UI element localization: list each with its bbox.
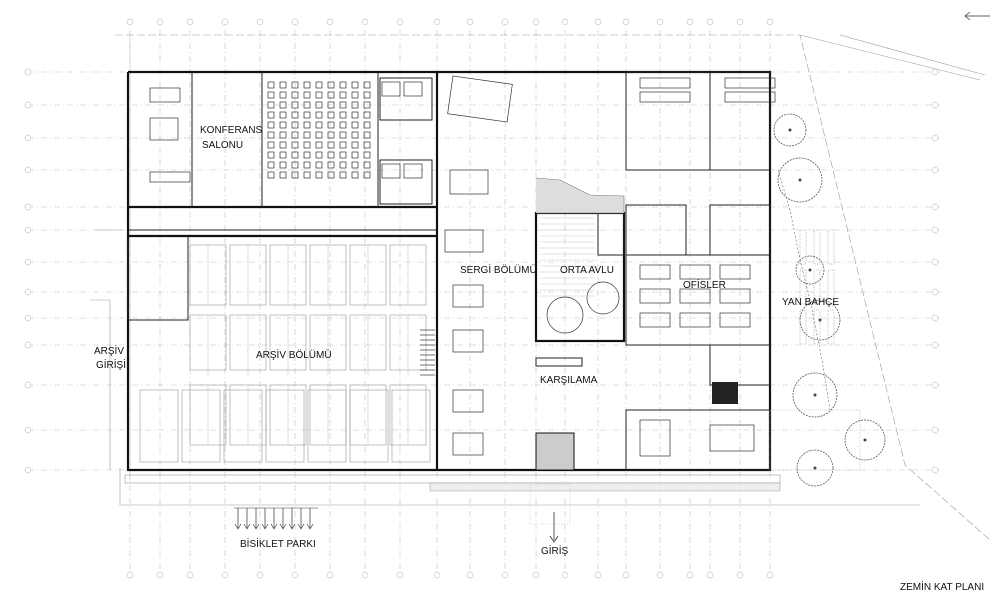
label-ofisler: OFİSLER — [683, 278, 726, 291]
label-yan-bahce: YAN BAHÇE — [782, 297, 839, 308]
tree-icon — [792, 372, 838, 418]
office-desks — [639, 77, 776, 457]
conference-seating — [149, 81, 423, 183]
room-labels: KONFERANS SALONU SERGİ BÖLÜMÜ ORTA AVLU … — [94, 125, 984, 593]
site-boundary — [90, 34, 991, 541]
label-orta-avlu: ORTA AVLU — [560, 265, 614, 276]
tree-icon — [773, 113, 807, 147]
label-sergi: SERGİ BÖLÜMÜ — [460, 263, 537, 276]
archive-shelving — [139, 244, 435, 463]
tree-icon — [795, 255, 825, 285]
tree-icon — [777, 157, 823, 203]
label-giris: GİRİŞ — [541, 544, 569, 557]
label-karsilama: KARŞILAMA — [540, 375, 598, 386]
tree-icon — [844, 419, 886, 461]
label-konferans-1: KONFERANS — [200, 125, 263, 136]
tree-icon — [796, 449, 834, 487]
exhibition-pedestals — [444, 75, 513, 456]
label-arsiv-girisi-1: ARŞİV — [94, 344, 124, 357]
grid-bubbles — [24, 18, 939, 579]
building-walls — [126, 70, 772, 472]
label-arsiv-girisi-2: GİRİŞİ — [96, 358, 126, 371]
entrance-arrow-icon — [549, 512, 559, 543]
label-arsiv-bolumu: ARŞİV BÖLÜMÜ — [256, 348, 332, 361]
label-bisiklet-parki: BİSİKLET PARKI — [240, 537, 316, 550]
side-garden — [769, 113, 886, 487]
label-konferans-2: SALONU — [202, 140, 243, 151]
plan-title: ZEMİN KAT PLANI — [900, 580, 984, 593]
south-walkway — [124, 474, 781, 525]
atrium-trees — [535, 177, 625, 334]
bicycle-rack-icon — [234, 507, 318, 530]
north-arrow-icon — [964, 11, 990, 21]
